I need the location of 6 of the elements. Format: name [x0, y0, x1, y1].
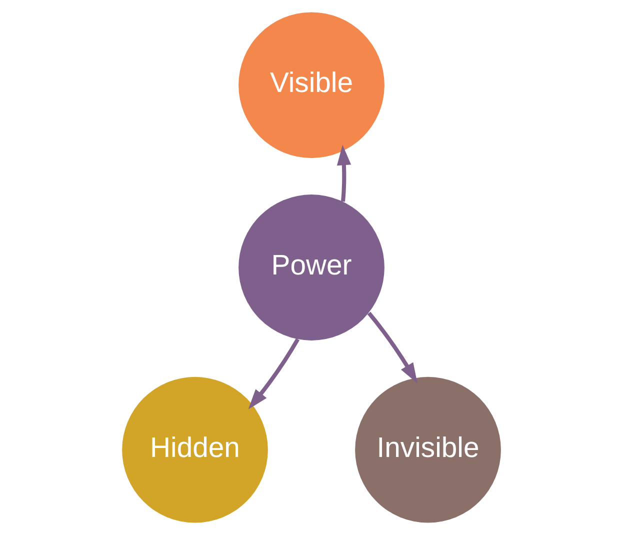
- node-circle: Invisible: [354, 376, 500, 523]
- node-circle: Visible: [238, 12, 384, 158]
- arrow: [336, 144, 351, 202]
- node-circle: Power: [238, 194, 384, 340]
- arrow: [366, 312, 417, 384]
- arrow: [248, 338, 300, 410]
